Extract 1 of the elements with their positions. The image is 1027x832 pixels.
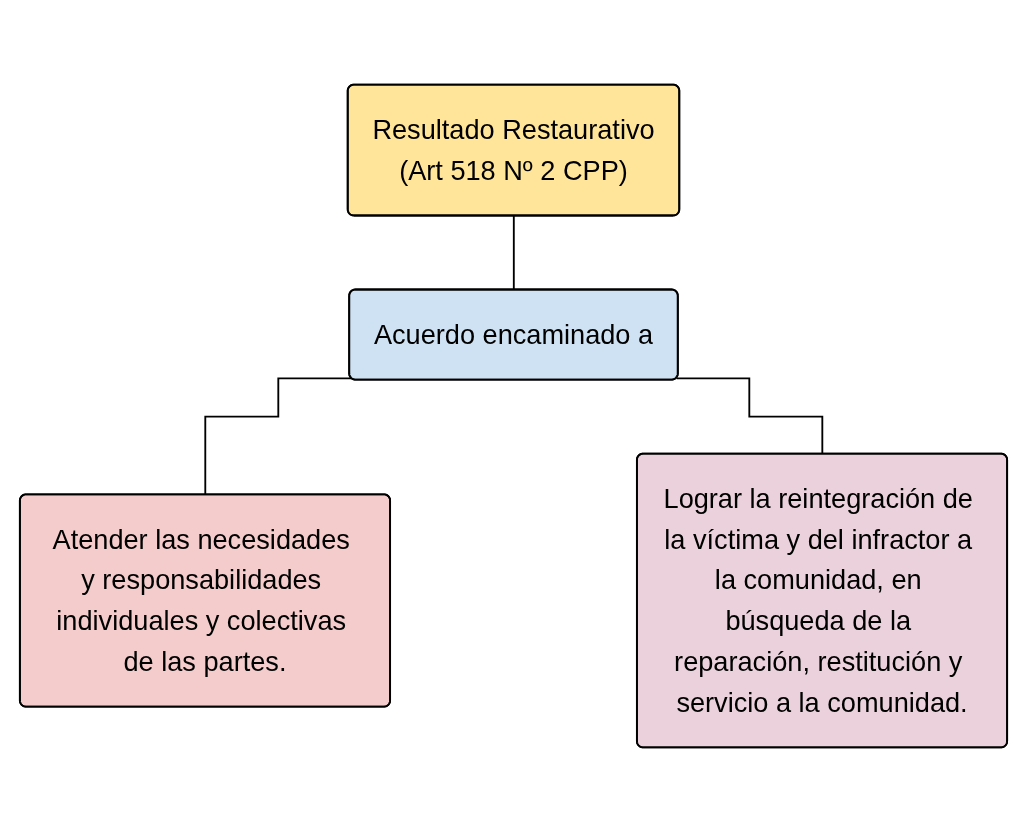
connector — [204, 377, 353, 496]
